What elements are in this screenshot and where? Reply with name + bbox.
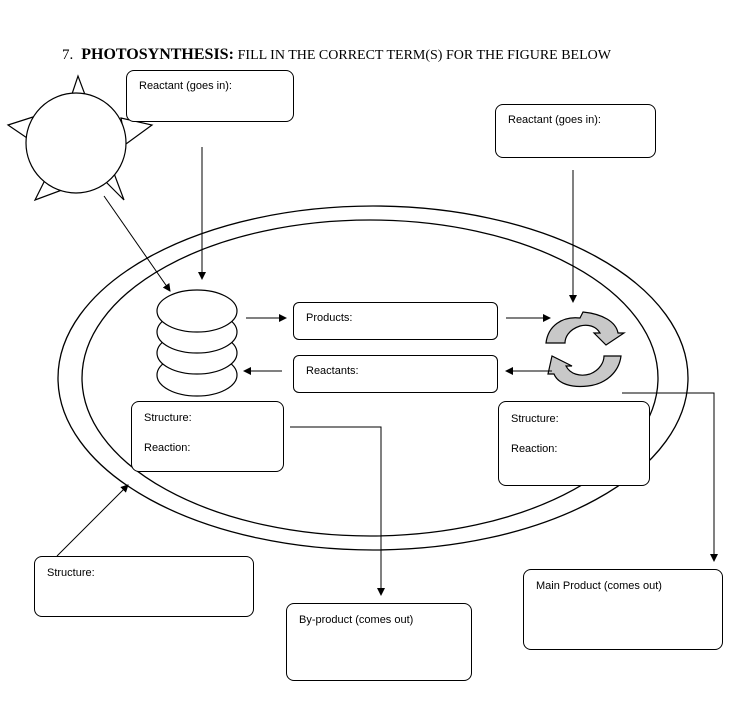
- cycle-arrows-icon: [545, 311, 626, 388]
- main-product-box[interactable]: Main Product (comes out): [523, 569, 723, 650]
- title-instruction: FILL IN THE CORRECT TERM(S) FOR THE FIGU…: [237, 48, 611, 63]
- byproduct-box[interactable]: By-product (comes out): [286, 603, 472, 681]
- question-number: 7.: [62, 47, 74, 63]
- reactant-left-box[interactable]: Reactant (goes in):: [126, 70, 294, 122]
- reactants-label: Reactants:: [306, 365, 359, 377]
- reactant-right-label: Reactant (goes in):: [508, 114, 601, 126]
- chloroplast-inner-membrane: [81, 219, 659, 537]
- arrow-to-byproduct: [290, 426, 385, 596]
- reactant-left-label: Reactant (goes in):: [139, 80, 232, 92]
- title-heading: PHOTOSYNTHESIS:: [81, 46, 234, 63]
- arrow-structure-pointer: [56, 484, 129, 557]
- sun-icon: [6, 74, 154, 202]
- structure-bottom-label: Structure:: [47, 567, 95, 579]
- page-title: 7. PHOTOSYNTHESIS: FILL IN THE CORRECT TE…: [62, 46, 611, 64]
- structure-left-label: Structure:: [144, 412, 192, 424]
- structure-right-label: Structure:: [511, 413, 559, 425]
- structure-reaction-right-box[interactable]: Structure: Reaction:: [498, 401, 650, 486]
- byproduct-label: By-product (comes out): [299, 614, 414, 626]
- products-box[interactable]: Products:: [293, 302, 498, 340]
- chloroplast-outer-membrane: [57, 205, 689, 551]
- reactants-box[interactable]: Reactants:: [293, 355, 498, 393]
- structure-bottom-box[interactable]: Structure:: [34, 556, 254, 617]
- thylakoid-stack-icon: [156, 289, 238, 397]
- structure-reaction-left-box[interactable]: Structure: Reaction:: [131, 401, 284, 472]
- arrow-light-to-thylakoid: [103, 195, 171, 292]
- reaction-right-label: Reaction:: [511, 443, 558, 455]
- main-product-label: Main Product (comes out): [536, 580, 662, 592]
- arrow-to-main-product: [622, 392, 718, 562]
- reaction-left-label: Reaction:: [144, 442, 191, 454]
- reactant-right-box[interactable]: Reactant (goes in):: [495, 104, 656, 158]
- products-label: Products:: [306, 312, 353, 324]
